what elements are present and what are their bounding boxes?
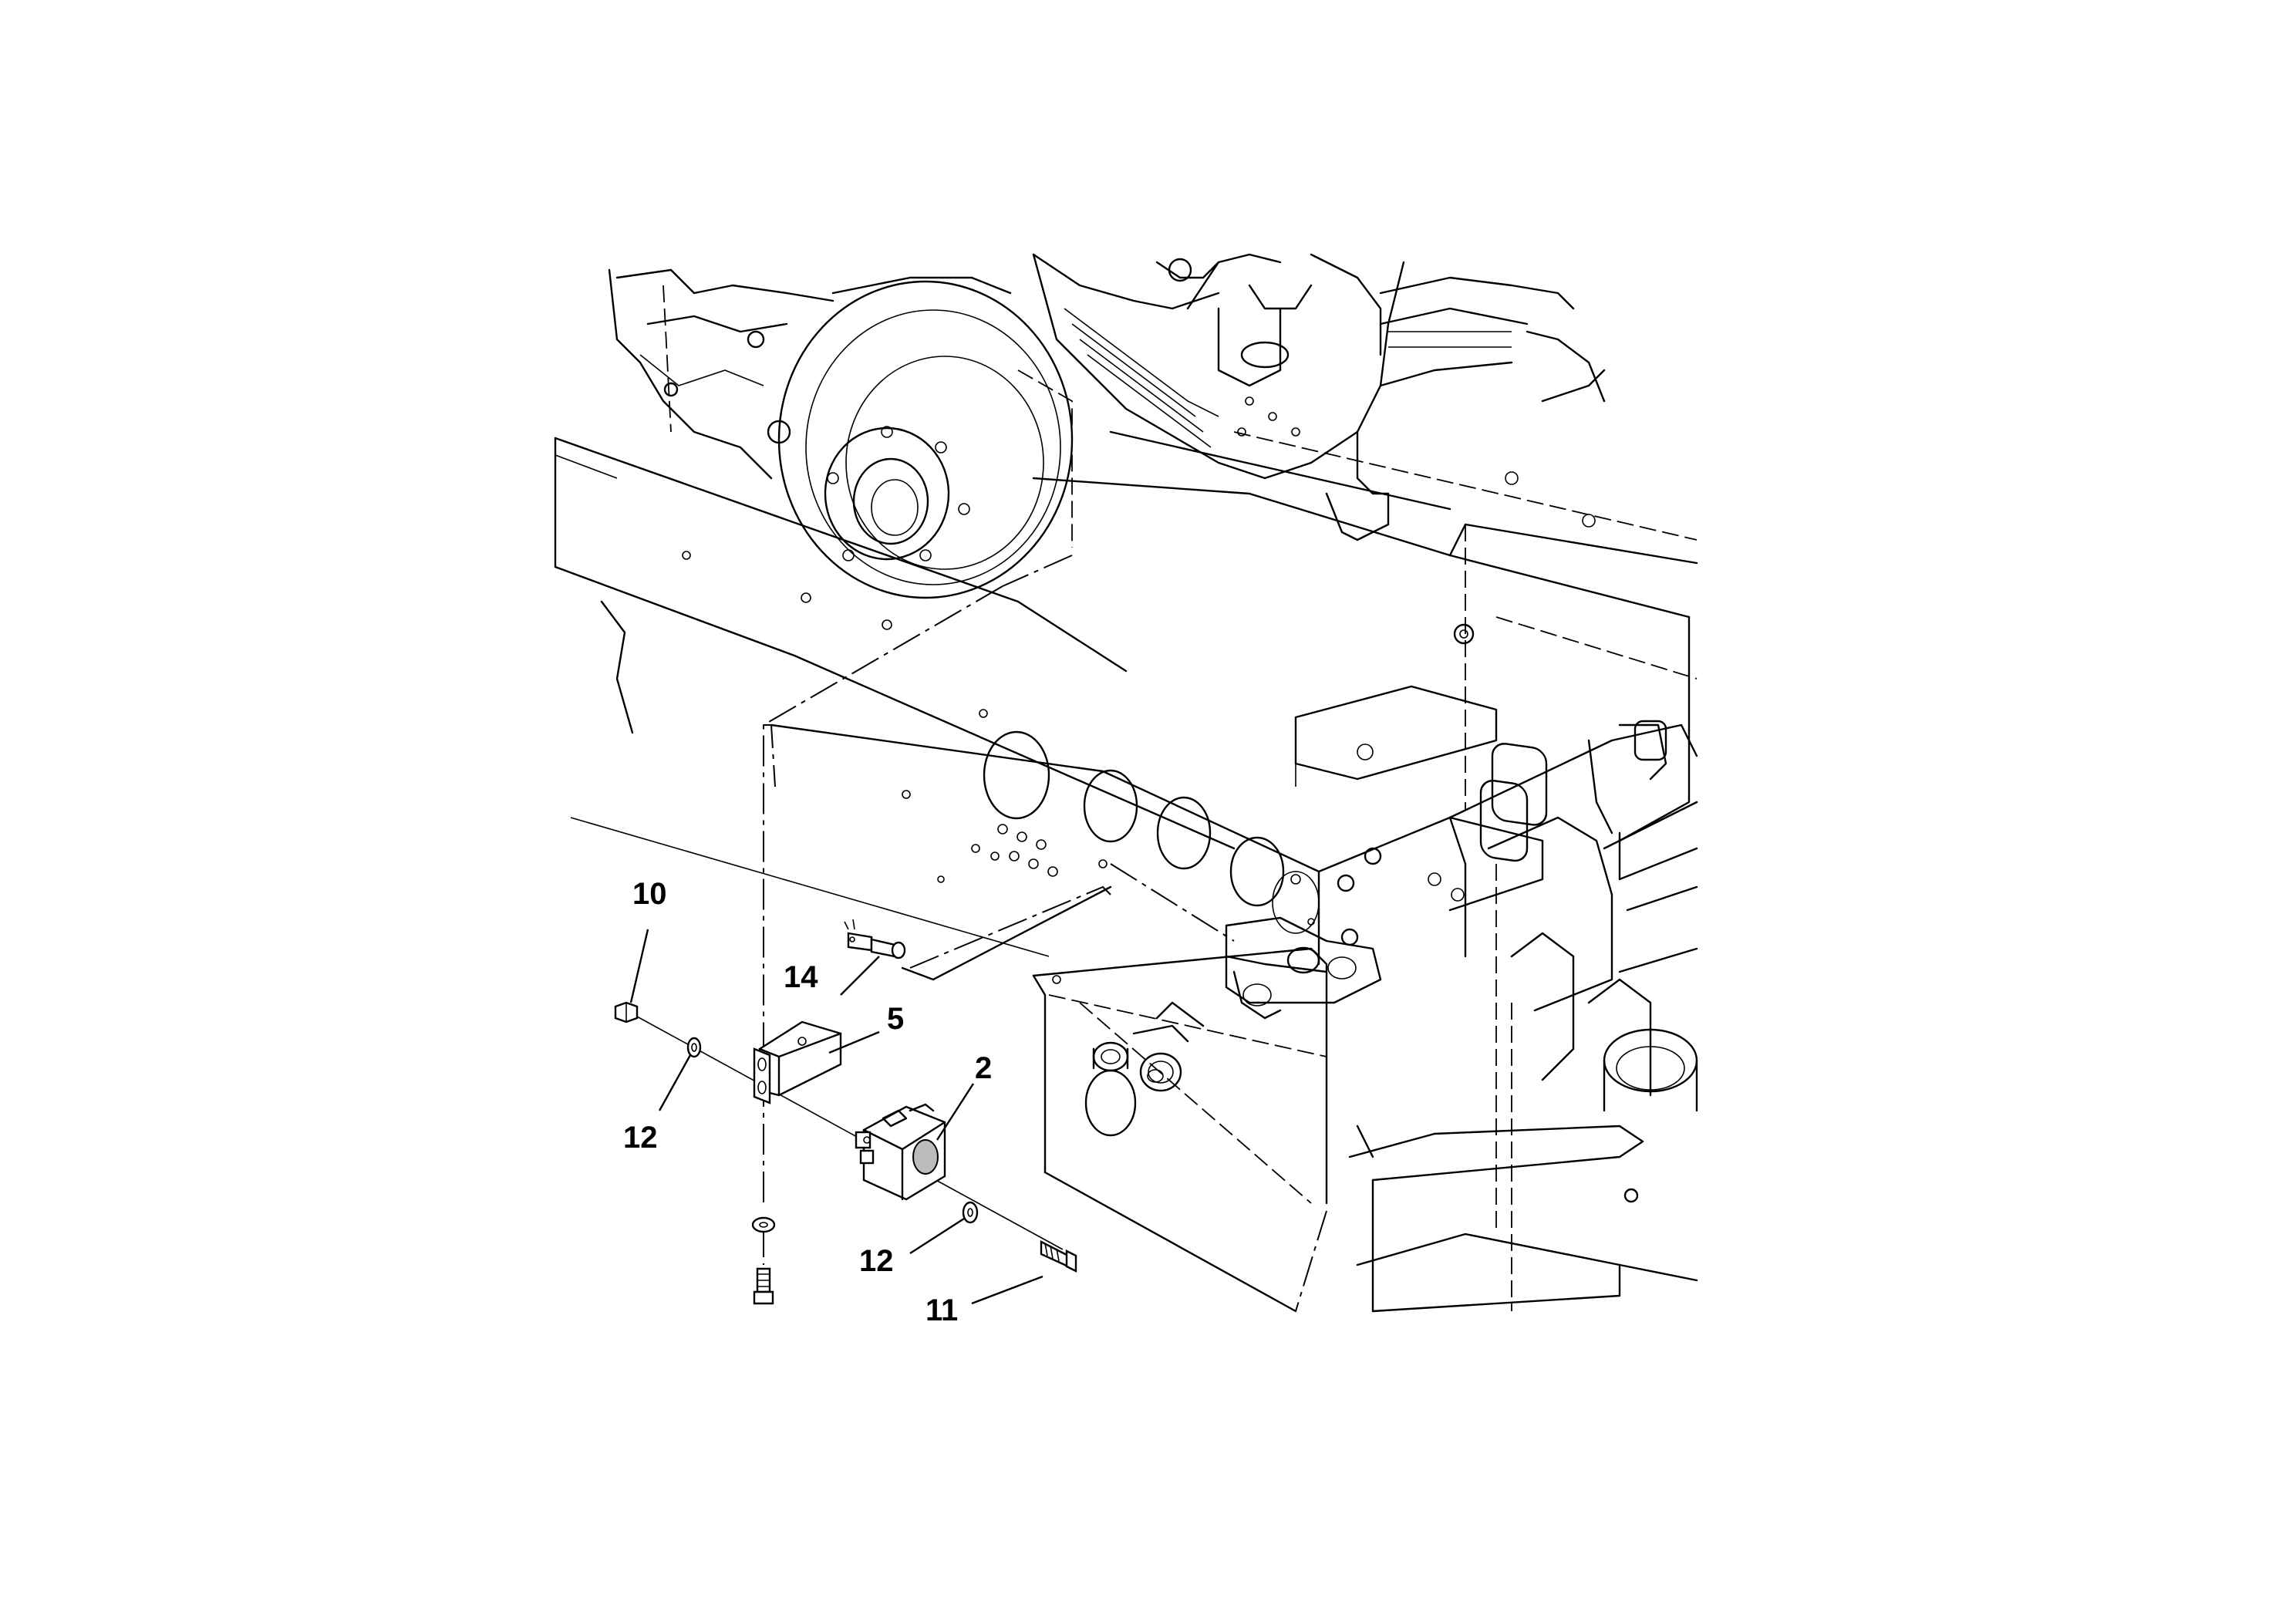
part-5-bracket <box>753 1020 842 1104</box>
routing-lines <box>763 585 1235 1265</box>
part-14-sensor <box>844 919 906 959</box>
part-11-bolt <box>1040 1240 1077 1273</box>
flywheel <box>777 280 1074 599</box>
callout-labels: 10 12 14 5 2 12 11 <box>623 877 992 1327</box>
callout-14: 14 <box>784 960 818 994</box>
seat-assembly <box>1032 253 1606 541</box>
valve-block <box>1225 916 1382 1020</box>
callout-2: 2 <box>975 1051 992 1085</box>
part-12-washer-upper <box>686 1037 702 1058</box>
part-10-nut <box>614 1001 639 1023</box>
grommet <box>1139 1052 1182 1092</box>
fitting <box>1092 1041 1129 1072</box>
callout-12-lower: 12 <box>859 1244 894 1278</box>
vertical-bolt <box>753 1267 774 1305</box>
engine-assembly <box>608 268 1012 480</box>
part-12-washer-lower <box>962 1201 979 1224</box>
lower-right-frame <box>1290 720 1698 1313</box>
leader-lines <box>629 929 1043 1305</box>
main-frame <box>554 430 1698 957</box>
part-2-switch <box>855 1103 946 1201</box>
assembly-axis-line <box>636 1016 1064 1250</box>
frame-side-plate <box>764 709 1320 966</box>
callout-11: 11 <box>925 1293 958 1327</box>
callout-12-upper: 12 <box>623 1121 658 1155</box>
callout-5: 5 <box>887 1002 904 1036</box>
vertical-washer <box>751 1216 776 1233</box>
callout-10: 10 <box>632 877 667 911</box>
